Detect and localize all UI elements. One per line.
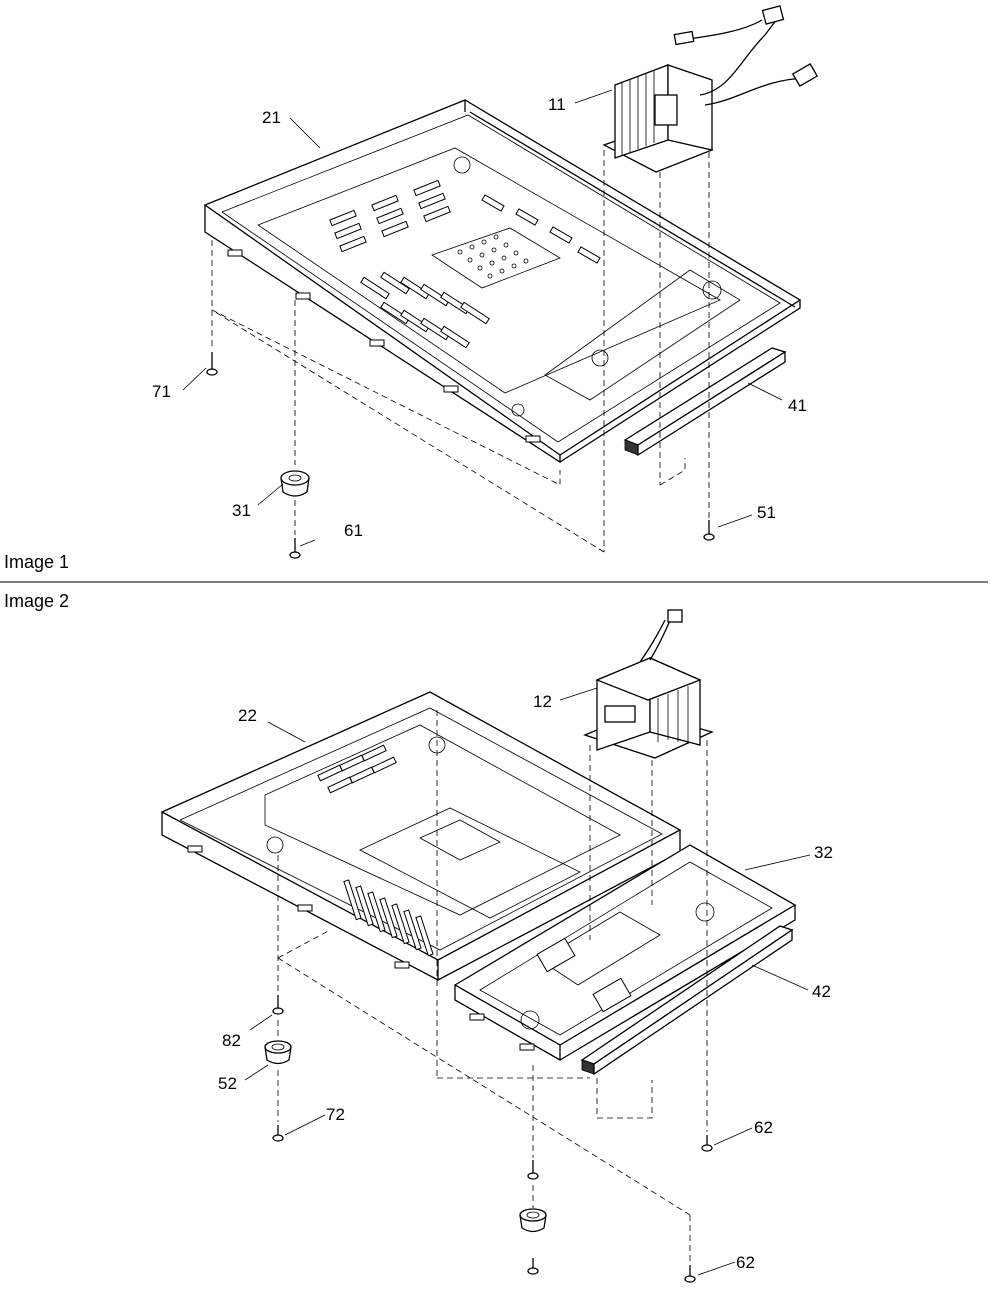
perforation-grid <box>457 234 529 279</box>
callout-41: 41 <box>788 396 807 415</box>
screw-82 <box>272 995 284 1015</box>
figure-1: 21 11 71 41 31 51 61 Image 1 <box>4 5 819 572</box>
callouts-2: 22 12 32 42 82 52 72 62 62 <box>218 692 833 1272</box>
transformer-12 <box>583 609 714 759</box>
callout-62-lower: 62 <box>736 1253 755 1272</box>
callout-42: 42 <box>812 982 831 1001</box>
callout-11: 11 <box>548 95 566 114</box>
figure-2: 22 12 32 42 82 52 72 62 62 Image 2 <box>4 591 833 1283</box>
callout-32: 32 <box>814 843 833 862</box>
screw-62-lower <box>684 1265 696 1283</box>
foot-center <box>519 1208 547 1233</box>
screw-51 <box>703 520 715 541</box>
secondary-plate-32 <box>453 844 797 1062</box>
foot-52 <box>264 1040 292 1065</box>
base-plate-21 <box>203 99 802 464</box>
callout-22: 22 <box>238 706 257 725</box>
callout-71: 71 <box>152 382 171 401</box>
foot-31 <box>280 470 310 497</box>
screw-center-lower <box>527 1258 539 1275</box>
transformer-11 <box>602 5 819 173</box>
assembly-lines-2 <box>277 710 708 1262</box>
insulation-strip-42 <box>580 925 794 1076</box>
insulation-strip-41 <box>623 347 787 457</box>
vent-slots-2 <box>317 744 434 957</box>
callout-51: 51 <box>757 503 776 522</box>
screw-71 <box>206 352 218 376</box>
callout-62-upper: 62 <box>754 1118 773 1137</box>
callout-31: 31 <box>232 501 251 520</box>
perforation-patch-2 <box>536 937 632 1013</box>
base-plate-22 <box>160 691 682 982</box>
figure-2-caption: Image 2 <box>4 591 69 611</box>
leaders-1 <box>182 89 783 547</box>
figure-1-caption: Image 1 <box>4 552 69 572</box>
callouts-1: 21 11 71 41 31 51 61 <box>152 95 807 540</box>
callout-61: 61 <box>344 521 363 540</box>
assembly-lines-1 <box>211 150 710 553</box>
screw-62-upper <box>701 1135 713 1152</box>
screw-72 <box>272 1125 284 1142</box>
screw-61 <box>289 538 301 559</box>
vent-slots <box>329 179 601 349</box>
screw-center-upper <box>527 1160 539 1180</box>
callout-52: 52 <box>218 1074 237 1093</box>
callout-12: 12 <box>533 692 552 711</box>
leaders-2 <box>244 687 811 1276</box>
callout-82: 82 <box>222 1031 241 1050</box>
callout-72: 72 <box>326 1105 345 1124</box>
callout-21: 21 <box>262 108 281 127</box>
